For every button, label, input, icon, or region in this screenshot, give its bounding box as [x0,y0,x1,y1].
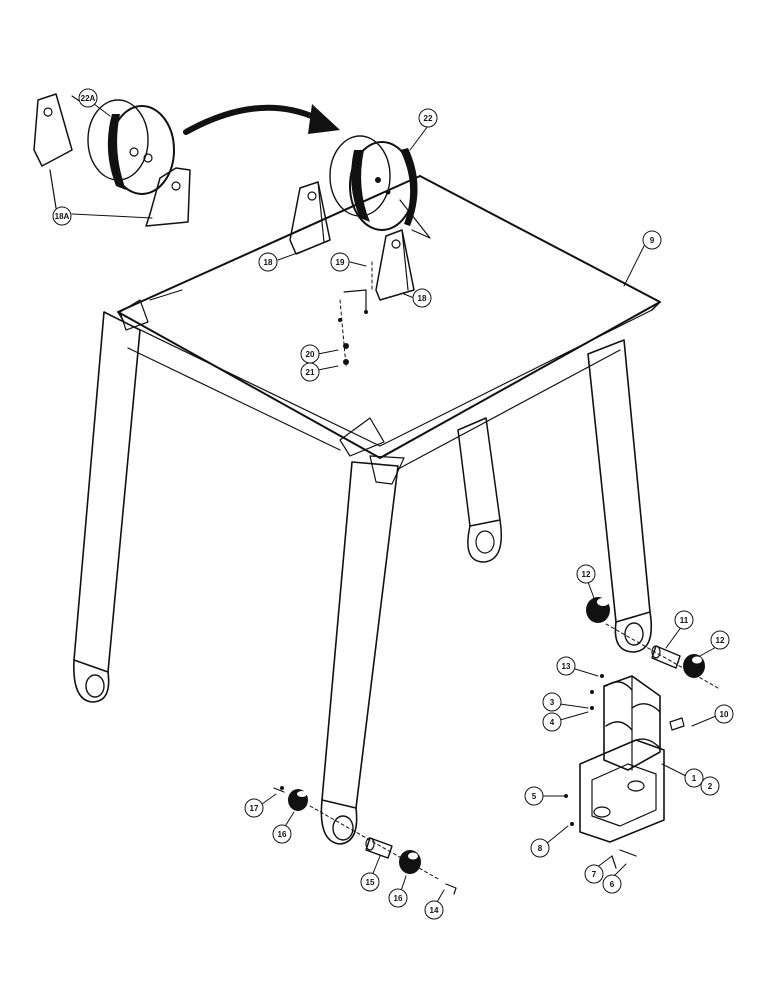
front-right-leg [320,455,405,845]
callout-3: 3 [542,692,562,712]
transfer-arrow [183,104,340,135]
callout-9: 9 [642,230,662,250]
callout-12-lower: 12 [710,630,730,650]
front-left-leg [73,311,141,703]
svg-text:1: 1 [692,774,697,783]
callout-16-left: 16 [272,824,292,844]
pulley-22 [329,135,431,239]
svg-text:22A: 22A [81,94,96,103]
callout-17: 17 [244,798,264,818]
corner-brackets [119,299,385,457]
svg-text:7: 7 [592,870,597,879]
callout-7: 7 [584,864,604,884]
callout-6: 6 [602,874,622,894]
callout-10: 10 [714,704,734,724]
svg-text:6: 6 [610,880,615,889]
svg-text:12: 12 [716,636,725,645]
callout-18A: 18A [52,206,72,226]
svg-text:8: 8 [538,844,543,853]
callout-22: 22 [418,108,438,128]
svg-text:22: 22 [424,114,433,123]
foot-hardware [273,786,457,895]
svg-text:5: 5 [532,792,537,801]
leader-lines [71,103,719,905]
svg-text:16: 16 [394,894,403,903]
callout-15: 15 [360,872,380,892]
callout-13: 13 [556,656,576,676]
callout-2: 2 [700,776,720,796]
callout-12-upper: 12 [576,564,596,584]
svg-text:19: 19 [336,258,345,267]
rear-center-leg [457,417,502,563]
svg-text:18: 18 [418,294,427,303]
svg-text:11: 11 [680,616,689,625]
hinge-assembly [564,597,719,869]
svg-text:16: 16 [278,830,287,839]
callout-11: 11 [674,610,694,630]
callout-8: 8 [530,838,550,858]
svg-text:21: 21 [306,368,315,377]
svg-text:15: 15 [366,878,375,887]
callout-14: 14 [424,900,444,920]
right-leg [587,339,653,653]
callout-20: 20 [300,344,320,364]
svg-text:18A: 18A [55,212,70,221]
svg-text:4: 4 [550,718,555,727]
svg-text:20: 20 [306,350,315,359]
svg-text:3: 3 [550,698,555,707]
callouts: 22A 22 18A 18 18 19 20 21 9 12 11 12 13 … [52,88,734,920]
svg-text:14: 14 [430,906,439,915]
svg-text:12: 12 [582,570,591,579]
callout-1: 1 [684,768,704,788]
svg-text:9: 9 [650,236,655,245]
bolt-hardware-19-20-21 [338,261,373,367]
svg-text:17: 17 [250,804,259,813]
svg-text:13: 13 [562,662,571,671]
callout-18-right: 18 [412,288,432,308]
callout-21: 21 [300,362,320,382]
pulley-22A [33,93,191,227]
callout-19: 19 [330,252,350,272]
svg-text:18: 18 [264,258,273,267]
callout-22A: 22A [78,88,98,108]
bracket-18-right [375,229,415,301]
callout-16-right: 16 [388,888,408,908]
svg-text:10: 10 [720,710,729,719]
callout-4: 4 [542,712,562,732]
table-frame [117,175,661,469]
callout-5: 5 [524,786,544,806]
bracket-18-left [289,181,331,255]
svg-text:2: 2 [708,782,713,791]
callout-18-left: 18 [258,252,278,272]
